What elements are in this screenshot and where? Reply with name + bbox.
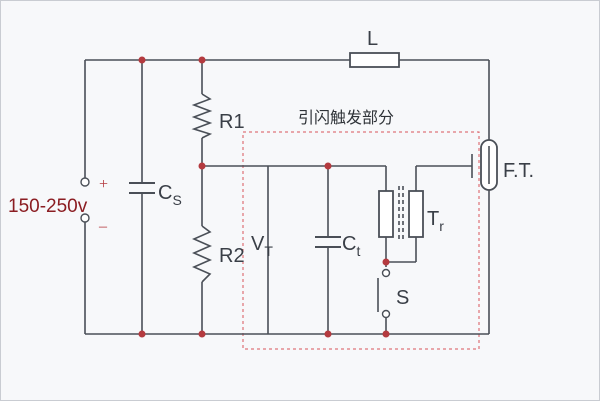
switch-contact-bottom xyxy=(381,309,391,319)
label-ct: Ct xyxy=(342,233,360,259)
terminal-minus xyxy=(80,213,90,223)
node xyxy=(382,330,390,338)
label-switch: S xyxy=(396,287,409,309)
label-vt: VT xyxy=(251,233,273,259)
resistor-r2 xyxy=(192,225,212,283)
transformer-primary xyxy=(378,190,394,238)
switch-contact-top xyxy=(381,268,391,278)
inductor-l xyxy=(349,52,400,68)
trigger-section-box xyxy=(242,131,480,350)
label-r1: R1 xyxy=(219,111,245,133)
label-plus: + xyxy=(99,176,108,193)
junction-nodes xyxy=(138,56,390,338)
label-inductor: L xyxy=(367,28,378,50)
transformer-secondary xyxy=(408,190,424,238)
resistor-r1 xyxy=(191,93,213,139)
node xyxy=(198,162,206,170)
label-flash-tube: F.T. xyxy=(503,160,534,182)
label-cs: CS xyxy=(158,182,182,208)
node xyxy=(138,56,146,64)
node xyxy=(382,258,390,266)
node xyxy=(198,56,206,64)
node xyxy=(198,330,206,338)
label-transformer: Tr xyxy=(427,208,444,234)
trigger-section-title: 引闪触发部分 xyxy=(298,108,394,127)
node xyxy=(138,330,146,338)
node xyxy=(324,330,332,338)
node xyxy=(324,162,332,170)
label-minus: – xyxy=(98,218,108,235)
terminal-plus xyxy=(80,177,90,187)
wires xyxy=(84,59,490,335)
label-supply-voltage: 150-250v xyxy=(8,196,88,217)
label-r2: R2 xyxy=(219,245,245,267)
